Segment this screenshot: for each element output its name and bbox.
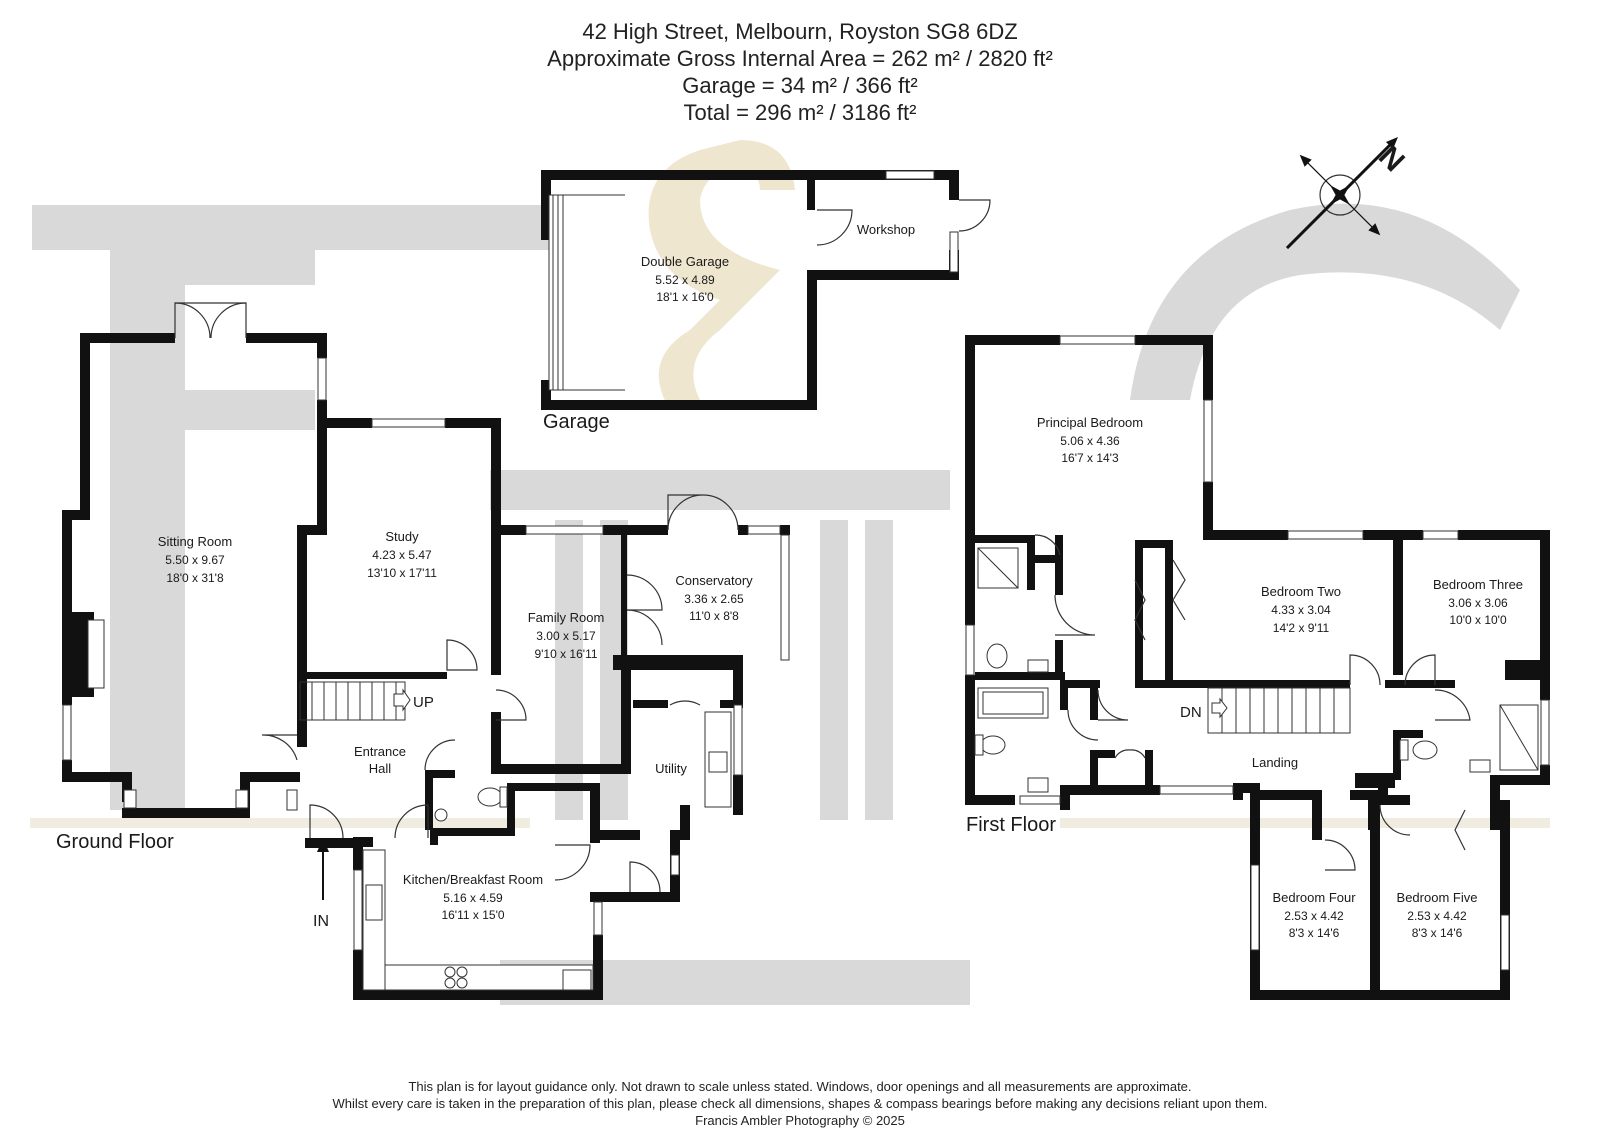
svg-text:4.23 x 5.47: 4.23 x 5.47: [372, 548, 432, 562]
ground-floor-label: Ground Floor: [56, 831, 174, 853]
svg-text:Kitchen/Breakfast Room: Kitchen/Breakfast Room: [403, 872, 543, 887]
room-utility: Utility: [655, 761, 687, 776]
compass-north-label: N: [1372, 140, 1411, 179]
svg-text:13'10 x 17'11: 13'10 x 17'11: [367, 566, 437, 580]
room-study: Study 4.23 x 5.47 13'10 x 17'11: [367, 529, 437, 580]
svg-text:Bedroom Two: Bedroom Two: [1261, 584, 1341, 599]
svg-text:18'0 x 31'8: 18'0 x 31'8: [166, 571, 224, 585]
svg-text:Double Garage: Double Garage: [641, 254, 729, 269]
ground-floor-doors: [174, 302, 739, 893]
room-family-room: Family Room 3.00 x 5.17 9'10 x 16'11: [528, 610, 605, 661]
plan-disclaimer: This plan is for layout guidance only. N…: [0, 1078, 1600, 1129]
first-floor-staircase: [1207, 687, 1351, 734]
disclaimer-line-1: This plan is for layout guidance only. N…: [408, 1079, 1192, 1094]
svg-text:2.53 x 4.42: 2.53 x 4.42: [1284, 909, 1344, 923]
garage-area-text: Garage = 34 m² / 366 ft²: [682, 73, 918, 98]
room-principal-bedroom: Principal Bedroom 5.06 x 4.36 16'7 x 14'…: [1037, 415, 1143, 465]
svg-text:11'0 x 8'8: 11'0 x 8'8: [689, 609, 739, 623]
first-floor-windows: [965, 335, 1550, 971]
total-area-text: Total = 296 m² / 3186 ft²: [683, 100, 917, 125]
svg-text:9'10 x 16'11: 9'10 x 16'11: [534, 647, 597, 661]
garage-door-panels: [548, 194, 625, 391]
svg-text:5.50 x 9.67: 5.50 x 9.67: [165, 553, 225, 567]
entrance-arrow-icon: [317, 838, 329, 900]
svg-text:2.53 x 4.42: 2.53 x 4.42: [1407, 909, 1467, 923]
disclaimer-line-2: Whilst every care is taken in the prepar…: [332, 1096, 1268, 1111]
svg-text:4.33 x 3.04: 4.33 x 3.04: [1271, 603, 1331, 617]
ground-floor-walls: [62, 333, 790, 1000]
workshop-door: [816, 209, 853, 246]
svg-text:10'0 x 10'0: 10'0 x 10'0: [1449, 613, 1507, 627]
svg-text:14'2 x 9'11: 14'2 x 9'11: [1273, 621, 1330, 635]
room-double-garage: Double Garage 5.52 x 4.89 18'1 x 16'0: [641, 254, 729, 304]
first-floor-fixtures: [974, 547, 1539, 793]
room-bedroom-four: Bedroom Four 2.53 x 4.42 8'3 x 14'6: [1272, 890, 1356, 940]
address-title: 42 High Street, Melbourn, Royston SG8 6D…: [582, 19, 1018, 44]
svg-text:Study: Study: [385, 529, 419, 544]
svg-text:16'7 x 14'3: 16'7 x 14'3: [1061, 451, 1119, 465]
svg-text:5.06 x 4.36: 5.06 x 4.36: [1060, 434, 1120, 448]
svg-text:Utility: Utility: [655, 761, 687, 776]
svg-text:Workshop: Workshop: [857, 222, 915, 237]
first-floor-doors: [1034, 534, 1471, 871]
stairs-up-label: UP: [413, 694, 434, 711]
workshop-window: [885, 170, 935, 180]
watermark-logo: [30, 140, 1550, 1005]
room-workshop: Workshop: [857, 222, 915, 237]
svg-text:Bedroom Four: Bedroom Four: [1272, 890, 1356, 905]
plan-header: 42 High Street, Melbourn, Royston SG8 6D…: [0, 18, 1600, 126]
svg-text:8'3 x 14'6: 8'3 x 14'6: [1289, 926, 1340, 940]
svg-text:Conservatory: Conservatory: [675, 573, 753, 588]
svg-text:Bedroom Three: Bedroom Three: [1433, 577, 1523, 592]
svg-text:Principal Bedroom: Principal Bedroom: [1037, 415, 1143, 430]
room-conservatory: Conservatory 3.36 x 2.65 11'0 x 8'8: [675, 573, 753, 623]
room-sitting-room: Sitting Room 5.50 x 9.67 18'0 x 31'8: [158, 534, 232, 585]
copyright-line: Francis Ambler Photography © 2025: [695, 1113, 905, 1128]
stairs-down-label: DN: [1180, 704, 1202, 721]
svg-text:Sitting Room: Sitting Room: [158, 534, 232, 549]
ground-floor-windows: [62, 357, 790, 951]
room-bedroom-three: Bedroom Three 3.06 x 3.06 10'0 x 10'0: [1433, 577, 1523, 627]
svg-text:3.36 x 2.65: 3.36 x 2.65: [684, 592, 744, 606]
first-floor-label: First Floor: [966, 814, 1056, 836]
svg-text:3.06 x 3.06: 3.06 x 3.06: [1448, 596, 1508, 610]
room-bedroom-five: Bedroom Five 2.53 x 4.42 8'3 x 14'6: [1397, 890, 1478, 940]
svg-text:5.52 x 4.89: 5.52 x 4.89: [655, 273, 715, 287]
svg-text:5.16 x 4.59: 5.16 x 4.59: [443, 891, 503, 905]
svg-text:Family Room: Family Room: [528, 610, 605, 625]
compass-rose-icon: [1285, 137, 1398, 250]
room-kitchen: Kitchen/Breakfast Room 5.16 x 4.59 16'11…: [403, 872, 543, 922]
svg-text:Landing: Landing: [1252, 755, 1298, 770]
svg-text:16'11 x 15'0: 16'11 x 15'0: [441, 908, 504, 922]
svg-text:3.00 x 5.17: 3.00 x 5.17: [536, 629, 596, 643]
svg-text:Hall: Hall: [369, 761, 392, 776]
gross-area-text: Approximate Gross Internal Area = 262 m²…: [547, 46, 1053, 71]
ground-floor-staircase: [299, 681, 411, 721]
svg-text:Entrance: Entrance: [354, 744, 406, 759]
room-landing: Landing: [1252, 755, 1298, 770]
workshop-external-door: [958, 199, 991, 232]
room-entrance-hall: Entrance Hall: [354, 744, 406, 776]
garage-floor-label: Garage: [543, 411, 610, 433]
ground-floor-fixtures: [362, 711, 732, 991]
workshop-side-window: [949, 231, 959, 273]
room-bedroom-two: Bedroom Two 4.33 x 3.04 14'2 x 9'11: [1261, 584, 1341, 635]
svg-text:18'1 x 16'0: 18'1 x 16'0: [656, 290, 714, 304]
svg-text:8'3 x 14'6: 8'3 x 14'6: [1412, 926, 1463, 940]
svg-text:Bedroom Five: Bedroom Five: [1397, 890, 1478, 905]
entrance-label: IN: [313, 913, 329, 930]
